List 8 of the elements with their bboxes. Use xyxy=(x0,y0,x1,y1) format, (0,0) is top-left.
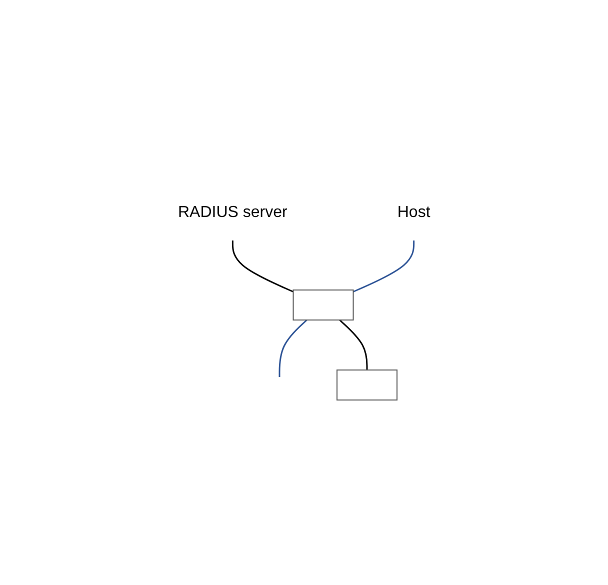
node-text: Host xyxy=(397,204,430,220)
connector xyxy=(232,240,294,292)
node-text: RADIUS server xyxy=(178,204,288,220)
node-box xyxy=(292,289,354,320)
connector xyxy=(278,318,308,377)
connector xyxy=(339,318,368,370)
node-box xyxy=(336,369,398,400)
connector xyxy=(352,240,414,292)
